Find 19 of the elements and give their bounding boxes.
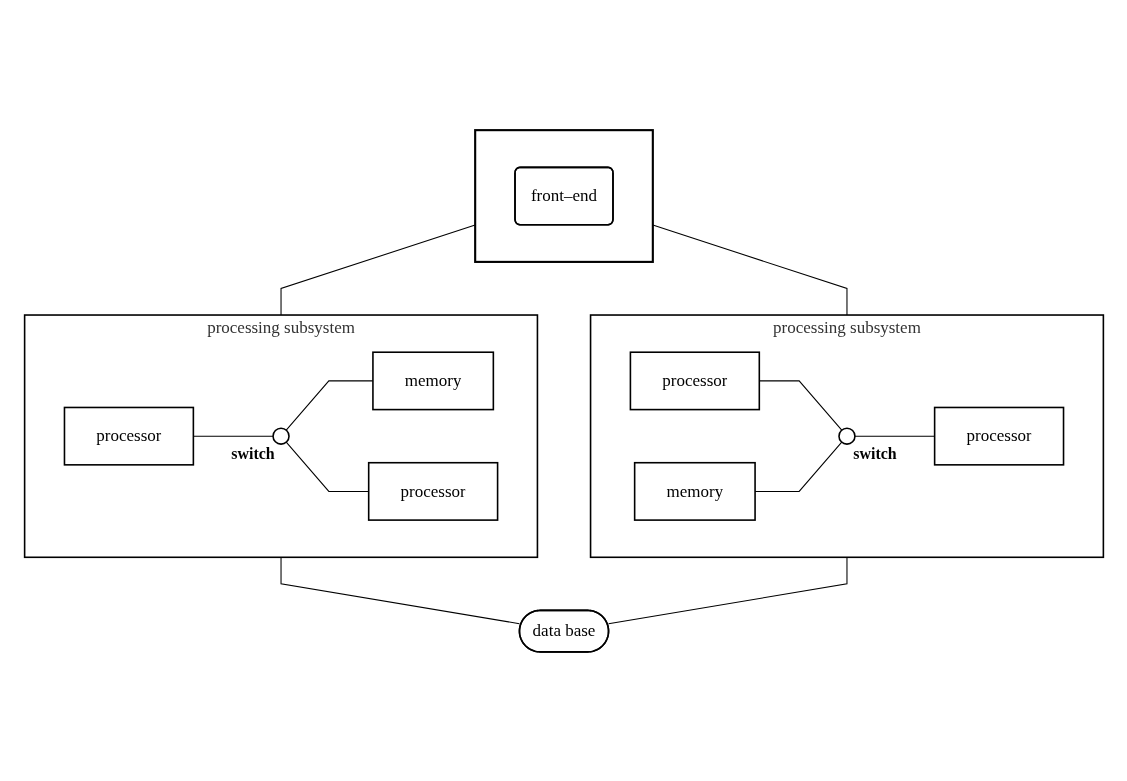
node-circle [837,426,856,445]
node-box: processor [933,406,1064,466]
node-box: memory [371,350,494,410]
connector [758,379,842,431]
cluster [473,128,654,263]
node-box: processor [367,461,498,521]
node-box: memory [633,461,756,521]
connector [285,441,369,492]
connector [853,435,935,437]
node-box: processor [629,350,760,410]
node-box: processor [63,406,194,466]
switch-label: switch [852,444,897,462]
node-circle [271,426,290,445]
connector [285,379,373,431]
connector [280,556,520,624]
connector [754,441,842,492]
connector [192,435,274,437]
switch-label: switch [230,444,275,462]
connector [607,556,847,624]
